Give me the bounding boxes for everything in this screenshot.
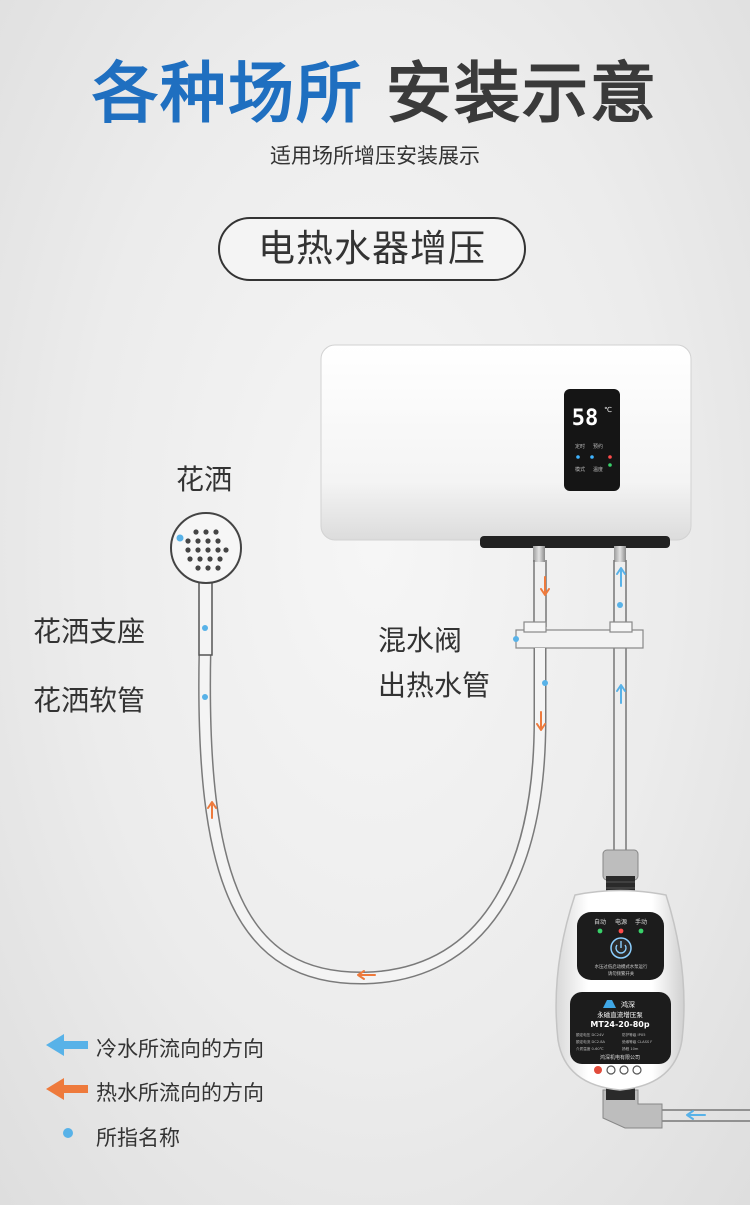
- marker-dot: [513, 636, 519, 642]
- marker-dot: [176, 534, 184, 542]
- pump-spec: 绝缘等级 CLASS F: [622, 1039, 652, 1044]
- pump-model: MT24-20-80p: [590, 1020, 649, 1029]
- legend-hot-arrow-icon: [46, 1078, 88, 1100]
- heater-mode-label: 预约: [593, 443, 603, 450]
- booster-pump: 自动 电源 手动 水压过低启动模式水泵运行 请勿频繁开关 鸿深 永磁直流增压泵 …: [555, 889, 685, 1091]
- shower-nozzles-icon: [185, 529, 229, 571]
- scene-badge: 电热水器增压: [218, 217, 526, 281]
- water-heater: 58 ℃ 定时 预约 模式 温度: [320, 344, 692, 548]
- heater-status-led: [590, 455, 594, 459]
- heater-mode-label: 温度: [593, 466, 603, 473]
- pump-indicator-label: 电源: [615, 918, 627, 926]
- label-shower: 花洒: [176, 463, 233, 496]
- cold-supply-pipe: [660, 1109, 750, 1122]
- label-mixing-valve: 混水阀: [378, 624, 463, 657]
- pump-spec: 额定电流 DC2.8A: [576, 1039, 606, 1044]
- hot-flow-arrow-icon: [357, 970, 376, 980]
- legend-point-name: 所指名称: [96, 1126, 180, 1150]
- heater-display-unit: ℃: [604, 406, 612, 414]
- legend-cold-flow: 冷水所流向的方向: [96, 1037, 264, 1061]
- pump-spec: 扬程 10m: [622, 1046, 639, 1051]
- hot-flow-arrow-icon: [536, 711, 546, 731]
- title-main: 安装示意: [386, 55, 658, 132]
- heater-display-panel: [564, 389, 620, 491]
- marker-dot: [542, 680, 548, 686]
- legend-cold-arrow-icon: [46, 1034, 88, 1056]
- pump-led-power: [618, 928, 624, 934]
- pump-outlet-fitting: [602, 849, 639, 881]
- pump-manufacturer: 鸿深机电有限公司: [600, 1054, 640, 1061]
- water-heater-bottom-band: [480, 536, 670, 548]
- pump-product-name: 永磁直流增压泵: [597, 1010, 643, 1019]
- cold-inlet-pipe: [613, 560, 627, 858]
- pump-spec: 介质温度 0-60℃: [576, 1046, 604, 1051]
- label-hot-water-pipe: 出热水管: [378, 669, 491, 702]
- heater-status-led: [608, 455, 612, 459]
- recycle-icon: [606, 1065, 616, 1075]
- hot-flow-arrow-icon: [207, 801, 217, 819]
- hot-flow-arrow-icon: [540, 576, 550, 596]
- marker-dot: [202, 694, 208, 700]
- cold-flow-arrow-icon: [686, 1110, 706, 1120]
- marker-dot: [617, 602, 623, 608]
- page-title: 各种场所安装示意: [0, 40, 750, 136]
- marker-dot: [202, 625, 208, 631]
- pump-indicator-label: 自动: [594, 918, 606, 926]
- warning-icon: [594, 1066, 602, 1074]
- title-highlight: 各种场所: [92, 55, 364, 132]
- mixing-valve: [515, 621, 644, 649]
- pump-nameplate: [570, 992, 671, 1064]
- pump-brand: 鸿深: [621, 1000, 635, 1009]
- page-subtitle: 适用场所增压安装展示: [270, 144, 480, 168]
- heater-hot-outlet: [533, 546, 545, 562]
- cold-flow-arrow-icon: [616, 567, 626, 587]
- heater-display-value: 58: [572, 406, 599, 431]
- label-shower-holder: 花洒支座: [33, 615, 146, 648]
- legend-dot-icon: [63, 1128, 73, 1138]
- ce-mark-icon: [632, 1065, 642, 1075]
- cold-flow-arrow-icon: [616, 684, 626, 704]
- certification-icon: [619, 1065, 629, 1075]
- power-icon: [615, 941, 627, 954]
- pump-spec: 额定电压 DC24V: [576, 1032, 604, 1037]
- pump-notice-line: 请勿频繁开关: [608, 970, 635, 977]
- heater-cold-inlet: [614, 546, 626, 562]
- pump-notice-line: 水压过低启动模式水泵运行: [595, 963, 648, 970]
- pump-led-manual: [638, 928, 644, 934]
- heater-status-led: [576, 455, 580, 459]
- heater-status-led: [608, 463, 612, 467]
- water-heater-body: [320, 344, 692, 541]
- pump-spec: 防护等级 IPX5: [622, 1032, 646, 1037]
- heater-mode-label: 模式: [575, 466, 585, 473]
- shower-head: [170, 512, 242, 656]
- legend-hot-flow: 热水所流向的方向: [96, 1081, 264, 1105]
- pump-indicator-label: 手动: [635, 918, 647, 926]
- heater-mode-label: 定时: [575, 443, 585, 450]
- brand-logo-icon: [603, 1000, 616, 1008]
- label-shower-hose: 花洒软管: [33, 684, 146, 717]
- pump-led-auto: [597, 928, 603, 934]
